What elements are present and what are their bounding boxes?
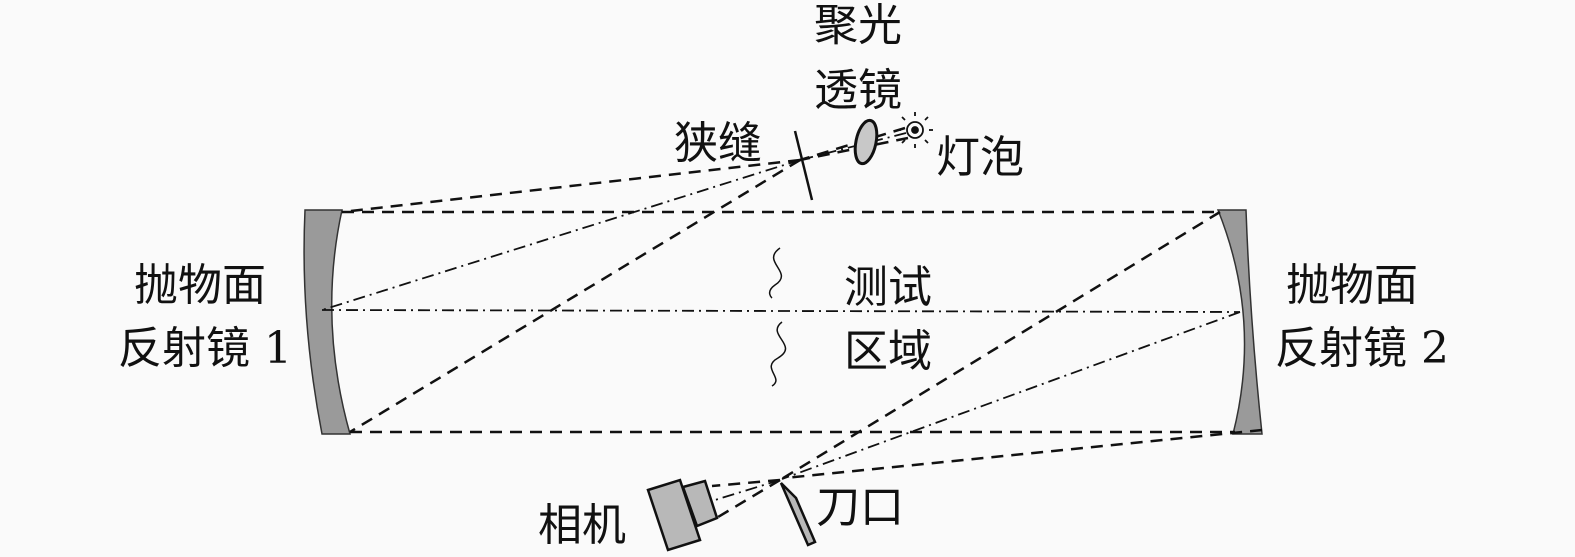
- disturbance-wave: [770, 321, 787, 387]
- camera-lens: [681, 479, 719, 528]
- ray: [784, 428, 1263, 480]
- ray: [799, 126, 906, 162]
- knife-edge: [779, 482, 817, 547]
- optical-axis: [321, 309, 1241, 313]
- ray: [779, 210, 1221, 482]
- slit: [793, 130, 814, 201]
- ray: [714, 479, 781, 501]
- mirror1-label-line2: 反射镜 1: [118, 323, 292, 374]
- camera-body: [646, 478, 702, 552]
- bulb-label: 灯泡: [936, 132, 1024, 183]
- slit-label: 狭缝: [674, 118, 762, 169]
- ray: [341, 158, 801, 214]
- mirror1-label-line1: 抛物面: [134, 260, 266, 311]
- knife-edge-label: 刀口: [816, 482, 904, 533]
- test-area-label-line2: 区域: [844, 326, 932, 377]
- test-area-label-line1: 测试: [844, 262, 932, 313]
- ray: [717, 478, 781, 519]
- bulb-icon: [897, 112, 933, 148]
- lens-label-line1: 聚光: [814, 0, 902, 51]
- parabolic-mirror-1: [303, 209, 351, 435]
- ray: [781, 311, 1241, 480]
- camera-label: 相机: [538, 500, 626, 551]
- ray: [799, 132, 907, 161]
- disturbance-wave: [768, 247, 783, 299]
- ray: [711, 478, 781, 488]
- lens-label-line2: 透镜: [814, 65, 902, 116]
- parabolic-mirror-2: [1216, 209, 1263, 435]
- condenser-lens: [853, 118, 879, 166]
- mirror2-label-line2: 反射镜 2: [1275, 323, 1449, 374]
- mirror2-label-line1: 抛物面: [1286, 260, 1418, 311]
- ray: [349, 158, 801, 434]
- ray: [799, 136, 909, 162]
- ray: [321, 159, 801, 311]
